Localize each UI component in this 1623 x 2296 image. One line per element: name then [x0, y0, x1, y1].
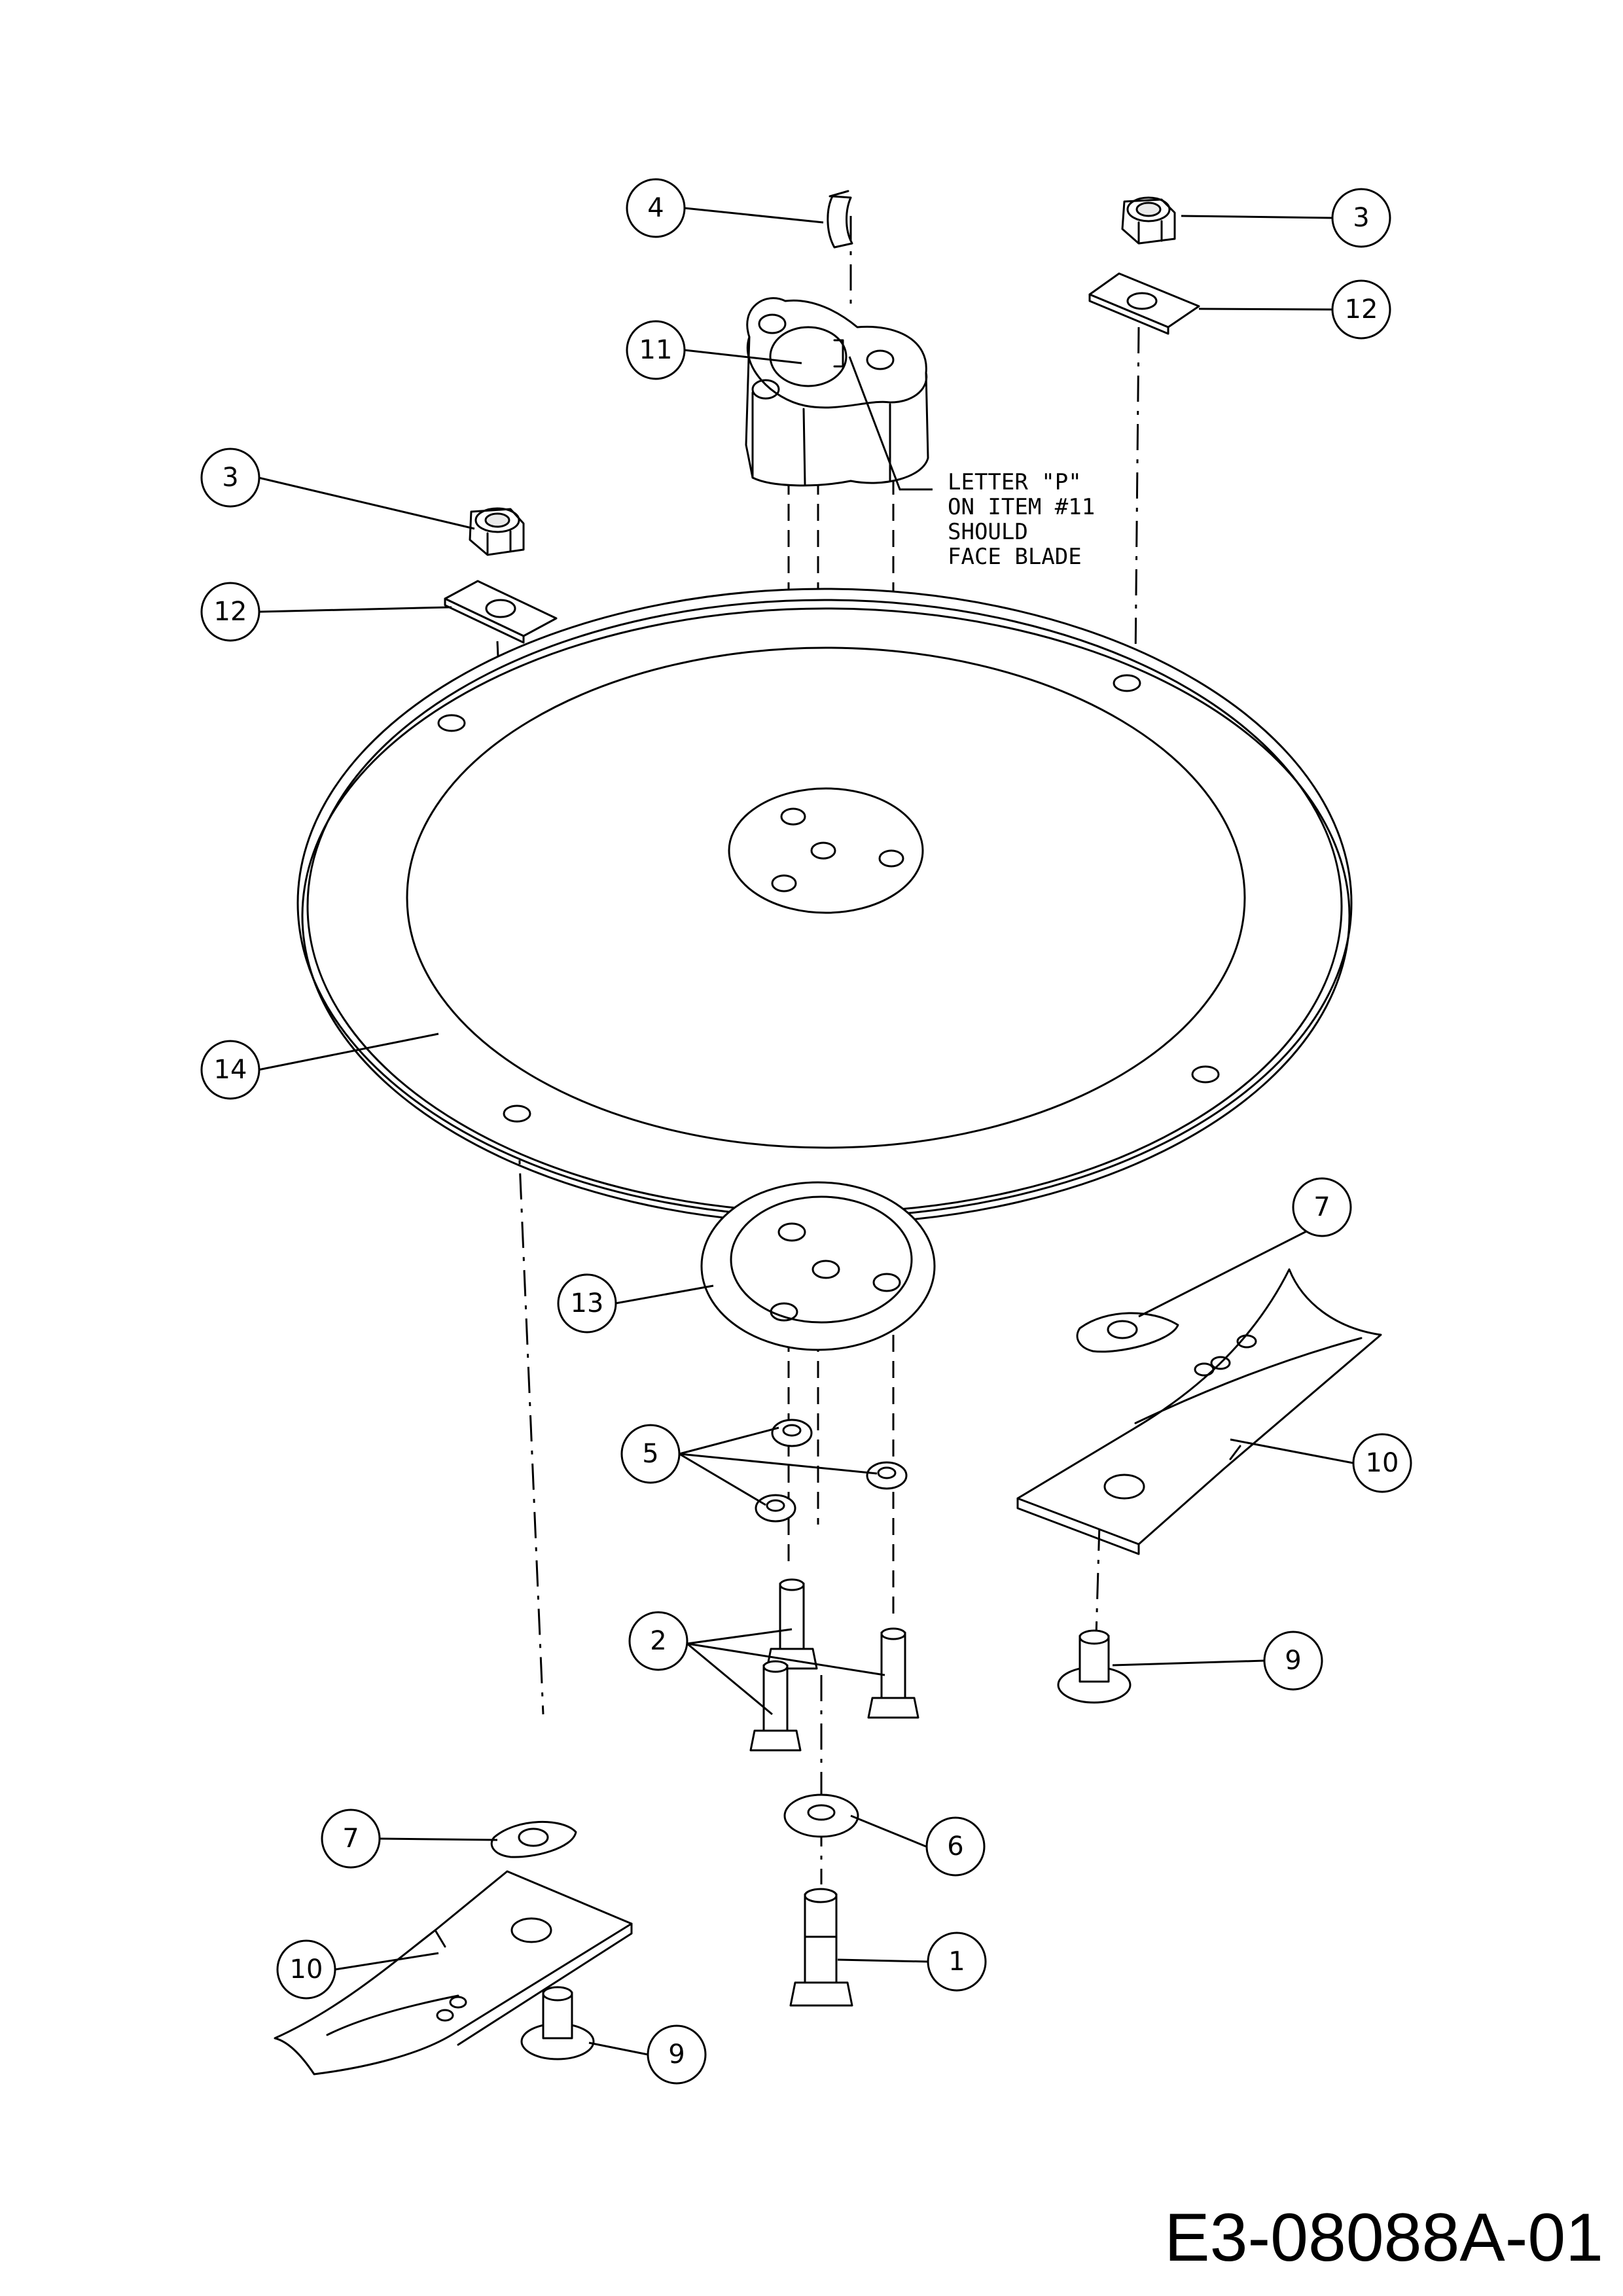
nut-item-3-left [469, 507, 525, 556]
note-line-3: SHOULD [948, 519, 1028, 545]
svg-text:12: 12 [214, 597, 247, 627]
leader-lines [258, 207, 1354, 2056]
washer-item-6 [783, 1793, 859, 1838]
svg-text:7: 7 [1313, 1192, 1330, 1222]
svg-text:9: 9 [1285, 1646, 1301, 1676]
note-line-2: ON ITEM #11 [948, 494, 1095, 520]
note-line-4: FACE BLADE [948, 544, 1082, 570]
blade-item-10-left [274, 1870, 633, 2075]
callout-9-right: 9 [1263, 1631, 1323, 1691]
svg-text:2: 2 [650, 1626, 666, 1656]
svg-text:5: 5 [642, 1439, 658, 1469]
svg-text:3: 3 [222, 463, 238, 493]
bolt-item-2-c [749, 1660, 802, 1752]
bolt-item-9-right [1057, 1629, 1132, 1704]
washers-item-5 [755, 1419, 908, 1523]
callout-12-right: 12 [1331, 279, 1391, 340]
callout-1: 1 [927, 1932, 987, 1992]
svg-text:9: 9 [668, 2040, 685, 2070]
svg-text:7: 7 [342, 1824, 359, 1854]
plate-item-12-left [444, 580, 558, 644]
note-line-1: LETTER "P" [948, 469, 1082, 495]
svg-text:11: 11 [639, 335, 673, 365]
callout-12-left: 12 [200, 582, 260, 642]
callout-9-left: 9 [647, 2024, 707, 2085]
callout-14: 14 [200, 1040, 260, 1100]
svg-text:3: 3 [1353, 203, 1369, 233]
blade-item-10-right [1016, 1268, 1382, 1555]
callout-7-left: 7 [321, 1809, 381, 1869]
svg-text:13: 13 [571, 1288, 604, 1318]
drawing-code: E3-08088A-01 [1164, 2200, 1603, 2276]
svg-text:12: 12 [1345, 294, 1378, 325]
callout-11: 11 [626, 320, 686, 380]
bolt-item-9-left [520, 1986, 595, 2060]
washer-plate-item-13 [700, 1181, 936, 1351]
plate-item-12-right [1088, 272, 1200, 335]
svg-text:6: 6 [947, 1831, 963, 1862]
callout-2: 2 [628, 1611, 688, 1671]
callout-6: 6 [925, 1816, 986, 1877]
assembly-note: LETTER "P" ON ITEM #11 SHOULD FACE BLADE [948, 469, 1095, 570]
bolt-item-2-b [867, 1627, 919, 1719]
svg-text:10: 10 [1366, 1448, 1399, 1478]
callout-10-left: 10 [276, 1939, 336, 2000]
nut-item-3-right [1121, 196, 1176, 245]
callout-3-left: 3 [200, 448, 260, 508]
callout-5: 5 [620, 1424, 681, 1484]
bolt-item-2-a [766, 1578, 818, 1670]
callout-3-right: 3 [1331, 188, 1391, 248]
svg-text:1: 1 [948, 1947, 965, 1977]
callout-4: 4 [626, 178, 686, 238]
svg-text:10: 10 [290, 1954, 323, 1985]
callout-13: 13 [557, 1273, 617, 1333]
svg-text:14: 14 [214, 1055, 247, 1085]
callout-7-right: 7 [1292, 1177, 1352, 1237]
hub-item-11 [745, 297, 929, 487]
clip-item-7-right [1076, 1312, 1179, 1353]
key-item-4 [827, 190, 853, 249]
disc-item-14 [296, 588, 1353, 1225]
bolt-item-1 [789, 1888, 853, 2007]
svg-text:4: 4 [647, 193, 664, 223]
callout-10-right: 10 [1352, 1433, 1412, 1493]
clip-item-7-left [490, 1820, 577, 1858]
